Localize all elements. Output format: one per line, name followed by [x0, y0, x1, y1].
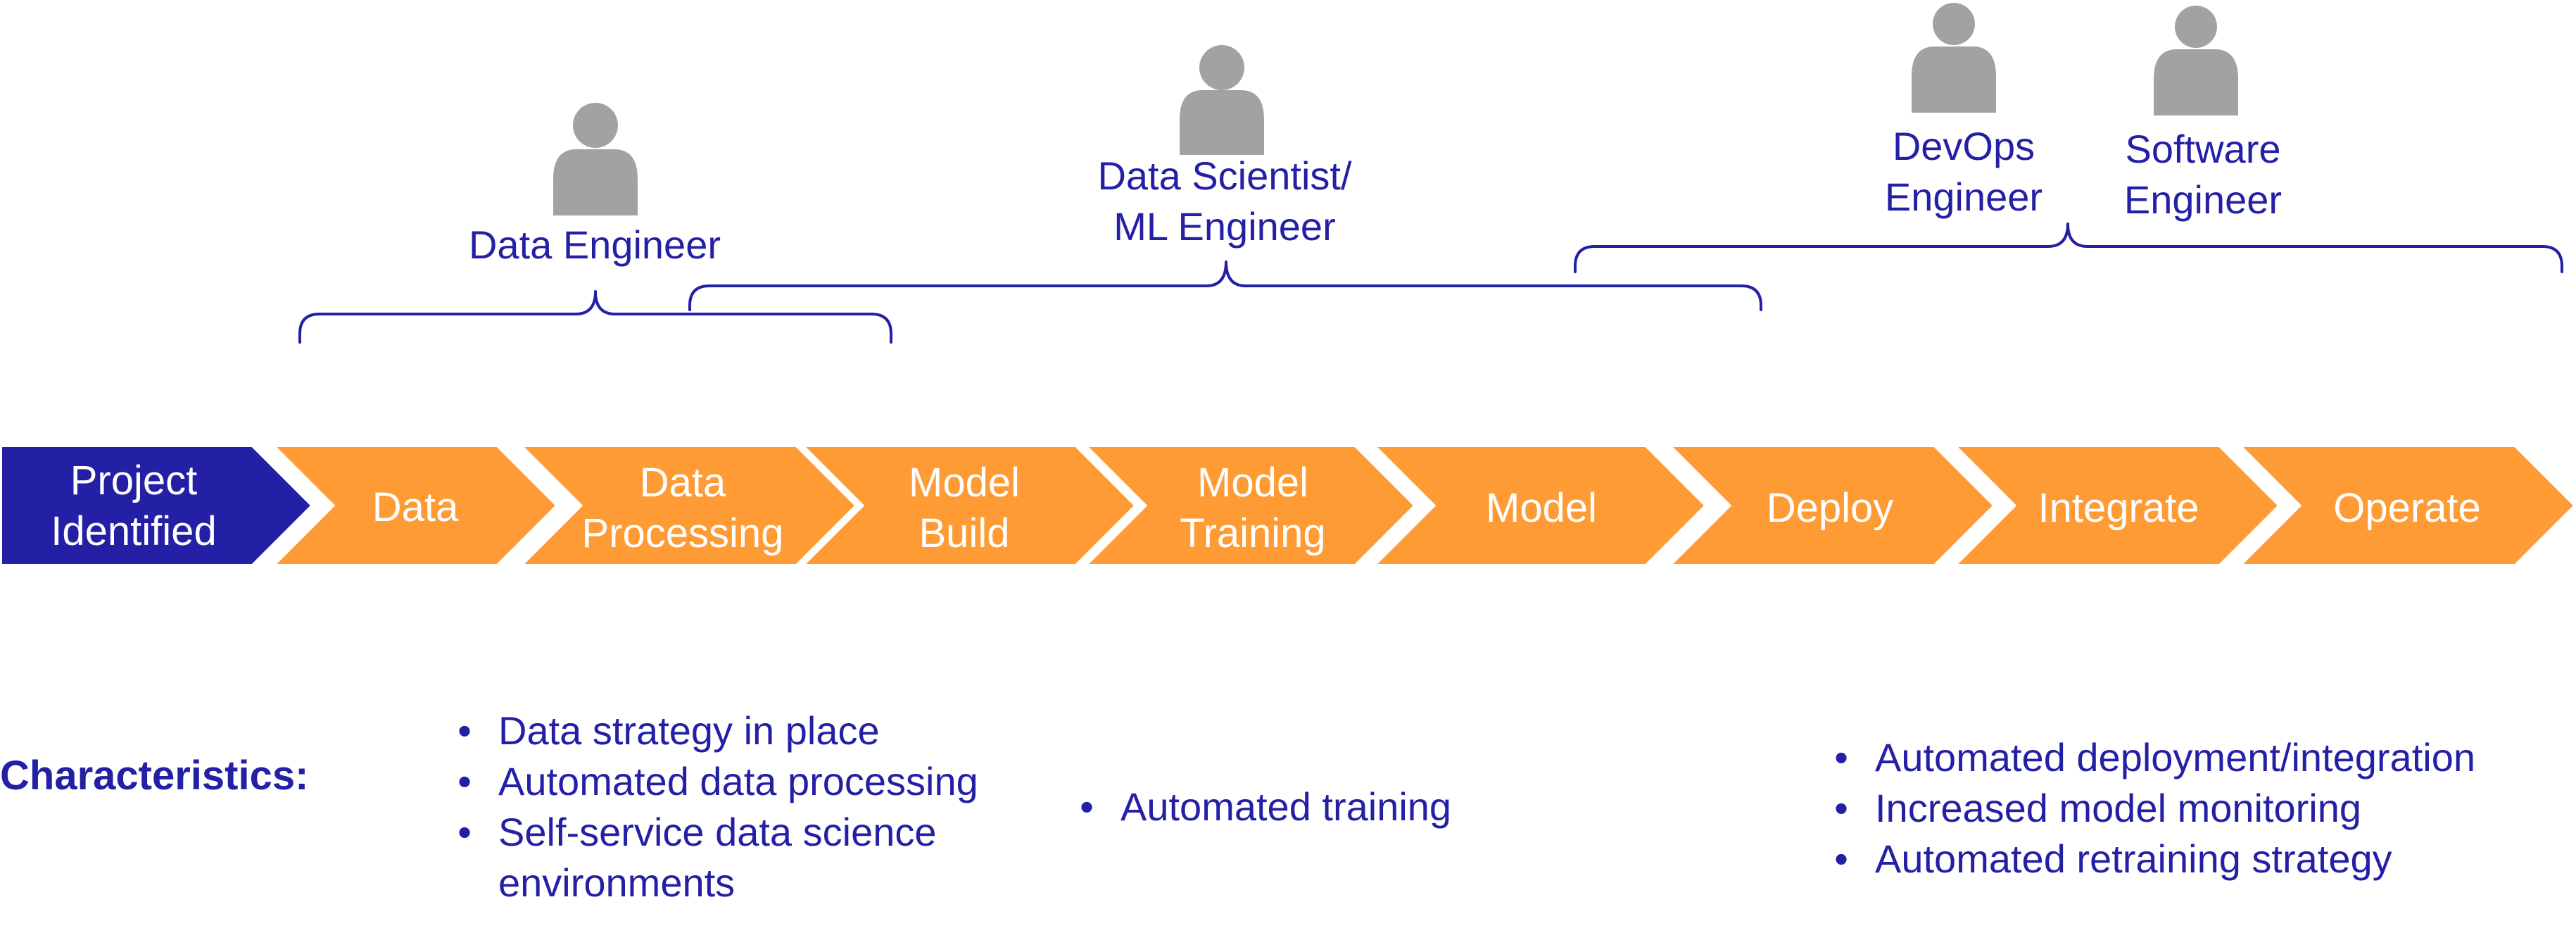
- bullet-text: Increased model monitoring: [1875, 786, 2362, 830]
- bullet-text: Data strategy in place: [498, 708, 880, 753]
- list-item: Automated data processing: [450, 756, 991, 807]
- step-label-data-processing: Data Processing: [563, 458, 802, 559]
- role-line: Data Engineer: [468, 223, 721, 267]
- step-line: Model: [1486, 485, 1597, 531]
- role-label-devops-engineer: DevOps Engineer: [1830, 121, 2097, 223]
- brace-devops-software: [1574, 223, 2563, 273]
- step-label-integrate: Integrate: [2006, 483, 2231, 534]
- person-icon-software-engineer: [2154, 6, 2238, 115]
- list-item: Automated retraining strategy: [1827, 834, 2475, 884]
- list-item: Increased model monitoring: [1827, 783, 2475, 834]
- step-label-data: Data: [310, 482, 521, 533]
- list-item: Automated training: [1073, 782, 1452, 832]
- person-icon-data-engineer: [553, 103, 638, 215]
- step-line: Build: [918, 511, 1010, 556]
- chevron-step-2: [266, 443, 562, 568]
- role-line: Engineer: [1884, 175, 2043, 219]
- step-label-operate: Operate: [2294, 483, 2520, 534]
- step-line: Identified: [51, 508, 217, 554]
- person-body: [1912, 46, 1996, 113]
- person-head: [573, 103, 618, 148]
- bullet-text: Automated retraining strategy: [1875, 837, 2392, 881]
- role-label-software-engineer: Software Engineer: [2069, 124, 2337, 225]
- step-line: Model: [1197, 460, 1308, 506]
- bullet-text: Automated deployment/integration: [1875, 735, 2475, 779]
- role-label-data-engineer: Data Engineer: [429, 220, 760, 270]
- chevron-step-5: [1078, 443, 1420, 568]
- characteristics-list-training: Automated training: [1073, 782, 1451, 832]
- role-line: DevOps: [1892, 124, 2035, 168]
- characteristics-list-deployment: Automated deployment/integration Increas…: [1827, 732, 2475, 884]
- step-label-deploy: Deploy: [1724, 483, 1936, 534]
- characteristics-list-data: Data strategy in place Automated data pr…: [450, 706, 991, 908]
- step-line: Data: [372, 484, 459, 530]
- list-item: Automated deployment/integration: [1827, 732, 2475, 783]
- role-line: Software: [2125, 127, 2281, 171]
- role-label-data-scientist: Data Scientist/ ML Engineer: [1056, 151, 1394, 252]
- step-line: Data: [639, 460, 726, 506]
- step-label-model-training: Model Training: [1133, 458, 1372, 559]
- chevron-step-9: [2233, 443, 2576, 568]
- list-item: Data strategy in place: [450, 706, 991, 756]
- person-head: [1933, 3, 1975, 45]
- brace-data-engineer: [298, 290, 892, 344]
- role-line: Data Scientist/: [1097, 154, 1352, 198]
- step-line: Model: [909, 460, 1020, 506]
- role-line: Engineer: [2123, 177, 2283, 222]
- chevron-step-8: [1947, 443, 2284, 568]
- step-line: Integrate: [2038, 485, 2199, 531]
- chevron-step-6: [1367, 443, 1710, 568]
- step-label-model-build: Model Build: [852, 458, 1077, 559]
- step-line: Deploy: [1766, 485, 1894, 531]
- chevron-step-4: [795, 443, 1140, 568]
- brace-data-scientist: [688, 261, 1762, 311]
- characteristics-title: Characteristics:: [0, 753, 309, 798]
- person-head: [1199, 45, 1244, 90]
- person-icon-devops-engineer: [1912, 3, 1996, 113]
- bullet-text: Self-service data science environments: [498, 810, 937, 905]
- person-body: [2154, 49, 2238, 115]
- chevron-step-7: [1662, 443, 1999, 568]
- step-line: Project: [70, 458, 198, 503]
- step-line: Training: [1180, 511, 1326, 556]
- chevron-step-1: [0, 443, 317, 568]
- step-label-project-identified: Project Identified: [14, 456, 253, 557]
- chevron-step-3: [514, 443, 861, 568]
- list-item: Self-service data science environments: [450, 807, 991, 908]
- role-line: ML Engineer: [1113, 204, 1336, 249]
- bullet-text: Automated training: [1120, 784, 1452, 829]
- bullet-text: Automated data processing: [498, 759, 978, 803]
- person-body: [553, 149, 638, 215]
- step-line: Processing: [581, 511, 784, 556]
- person-icon-data-scientist: [1180, 45, 1264, 155]
- step-line: Operate: [2333, 485, 2481, 531]
- person-body: [1180, 90, 1264, 155]
- step-label-model: Model: [1436, 483, 1647, 534]
- person-head: [2175, 6, 2217, 48]
